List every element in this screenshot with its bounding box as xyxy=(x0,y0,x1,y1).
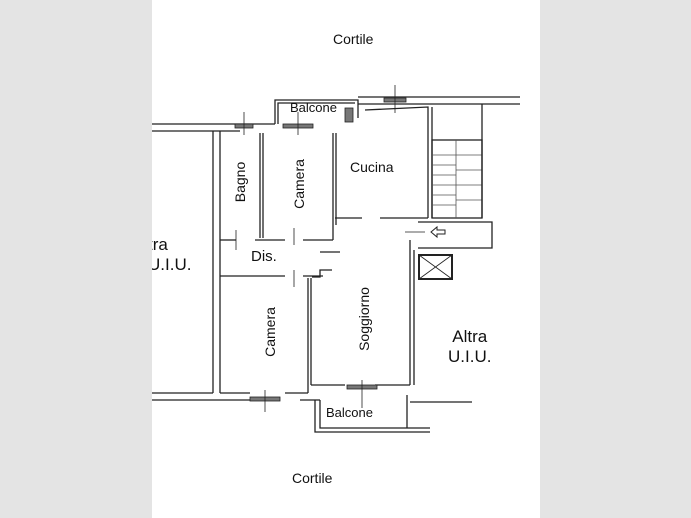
label-left-unit-line1: tra xyxy=(152,235,168,254)
entrance-arrow-icon xyxy=(430,225,446,239)
label-right-unit-line1: Altra xyxy=(452,327,488,346)
floor-plan-drawing xyxy=(152,85,520,433)
label-kitchen: Cucina xyxy=(350,159,394,175)
label-bathroom: Bagno xyxy=(232,161,249,203)
label-bottom-balcony: Balcone xyxy=(326,405,373,420)
floor-plan: Cortile Balcone Bagno Camera Cucina Dis.… xyxy=(152,0,540,518)
label-right-unit: Altra U.I.U. xyxy=(448,327,491,367)
label-bottom-courtyard: Cortile xyxy=(292,470,333,486)
label-bedroom-top: Camera xyxy=(290,159,307,209)
label-top-balcony: Balcone xyxy=(290,100,337,115)
label-living-room: Soggiorno xyxy=(355,287,372,351)
label-left-unit-line2: U.I.U. xyxy=(152,255,192,274)
label-hallway: Dis. xyxy=(251,248,277,265)
label-top-courtyard: Cortile xyxy=(333,31,374,47)
walls xyxy=(152,96,520,433)
label-right-unit-line2: U.I.U. xyxy=(448,347,492,366)
window-axes xyxy=(235,85,425,412)
label-left-unit: tra U.I.U. xyxy=(152,235,191,275)
label-bedroom-bottom: Camera xyxy=(261,307,278,357)
